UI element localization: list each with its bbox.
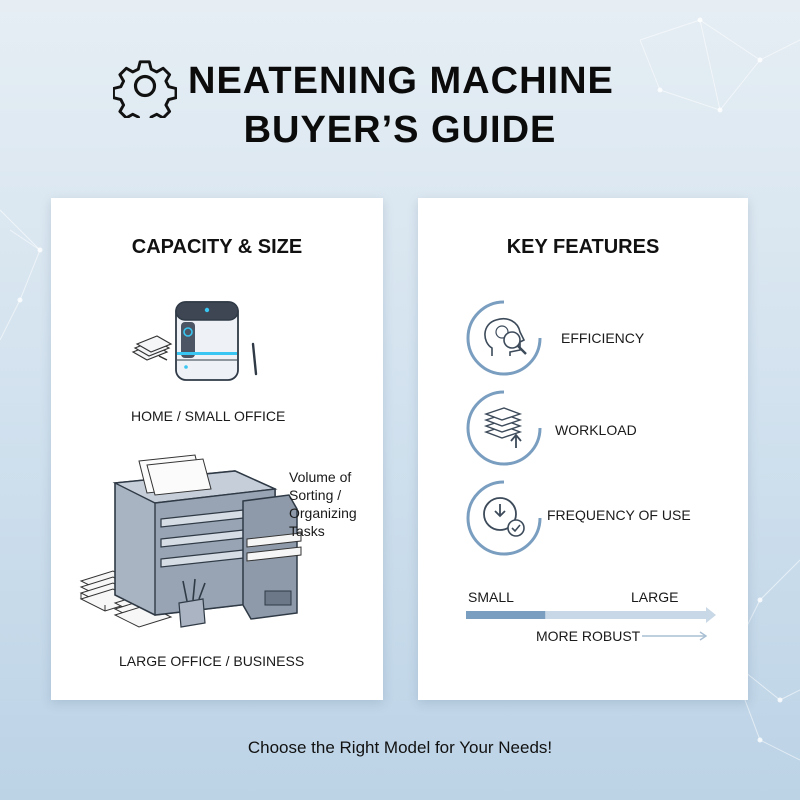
scale-large-label: LARGE — [631, 589, 679, 605]
page-title-line-2: BUYER’S GUIDE — [243, 109, 557, 151]
footer-tagline: Choose the Right Model for Your Needs! — [247, 738, 553, 757]
feature-label-frequency: FREQUENCY OF USE — [547, 507, 691, 523]
volume-line-4: Tasks — [289, 523, 325, 539]
robust-arrow-icon — [642, 631, 708, 641]
capacity-size-card: CAPACITY & SIZE HOME / SMALL OFFICE — [51, 198, 383, 700]
large-office-machine-illustration — [79, 454, 302, 628]
head-magnifier-icon — [466, 300, 542, 376]
small-organizer-illustration — [131, 301, 258, 381]
capacity-scale-bar — [466, 607, 716, 623]
volume-line-3: Organizing — [289, 505, 357, 521]
capacity-card-title: CAPACITY & SIZE — [131, 236, 303, 258]
scale-track — [466, 611, 706, 619]
feature-label-workload: WORKLOAD — [555, 422, 637, 438]
volume-line-2: Sorting / — [289, 487, 342, 503]
home-office-label: HOME / SMALL OFFICE — [131, 408, 286, 424]
key-features-card: KEY FEATURES EFFICIENCY WORKLOAD FREQUEN… — [418, 198, 748, 700]
paper-stack-icon — [466, 390, 542, 466]
scale-arrow-head — [706, 607, 716, 623]
gear-icon — [113, 60, 177, 118]
feature-label-efficiency: EFFICIENCY — [561, 330, 645, 346]
scale-fill — [466, 611, 546, 619]
features-card-title: KEY FEATURES — [506, 236, 660, 258]
volume-description: Volume of Sorting / Organizing Tasks — [289, 468, 379, 540]
page-header: NEATENING MACHINE BUYER’S GUIDE — [0, 52, 800, 162]
business-office-label: LARGE OFFICE / BUSINESS — [119, 653, 305, 669]
volume-line-1: Volume of — [289, 469, 352, 485]
scale-small-label: SMALL — [468, 589, 514, 605]
page-title-line-1: NEATENING MACHINE — [188, 60, 614, 102]
scale-robust-label: MORE ROBUST — [536, 628, 641, 644]
clock-check-icon — [466, 480, 542, 556]
